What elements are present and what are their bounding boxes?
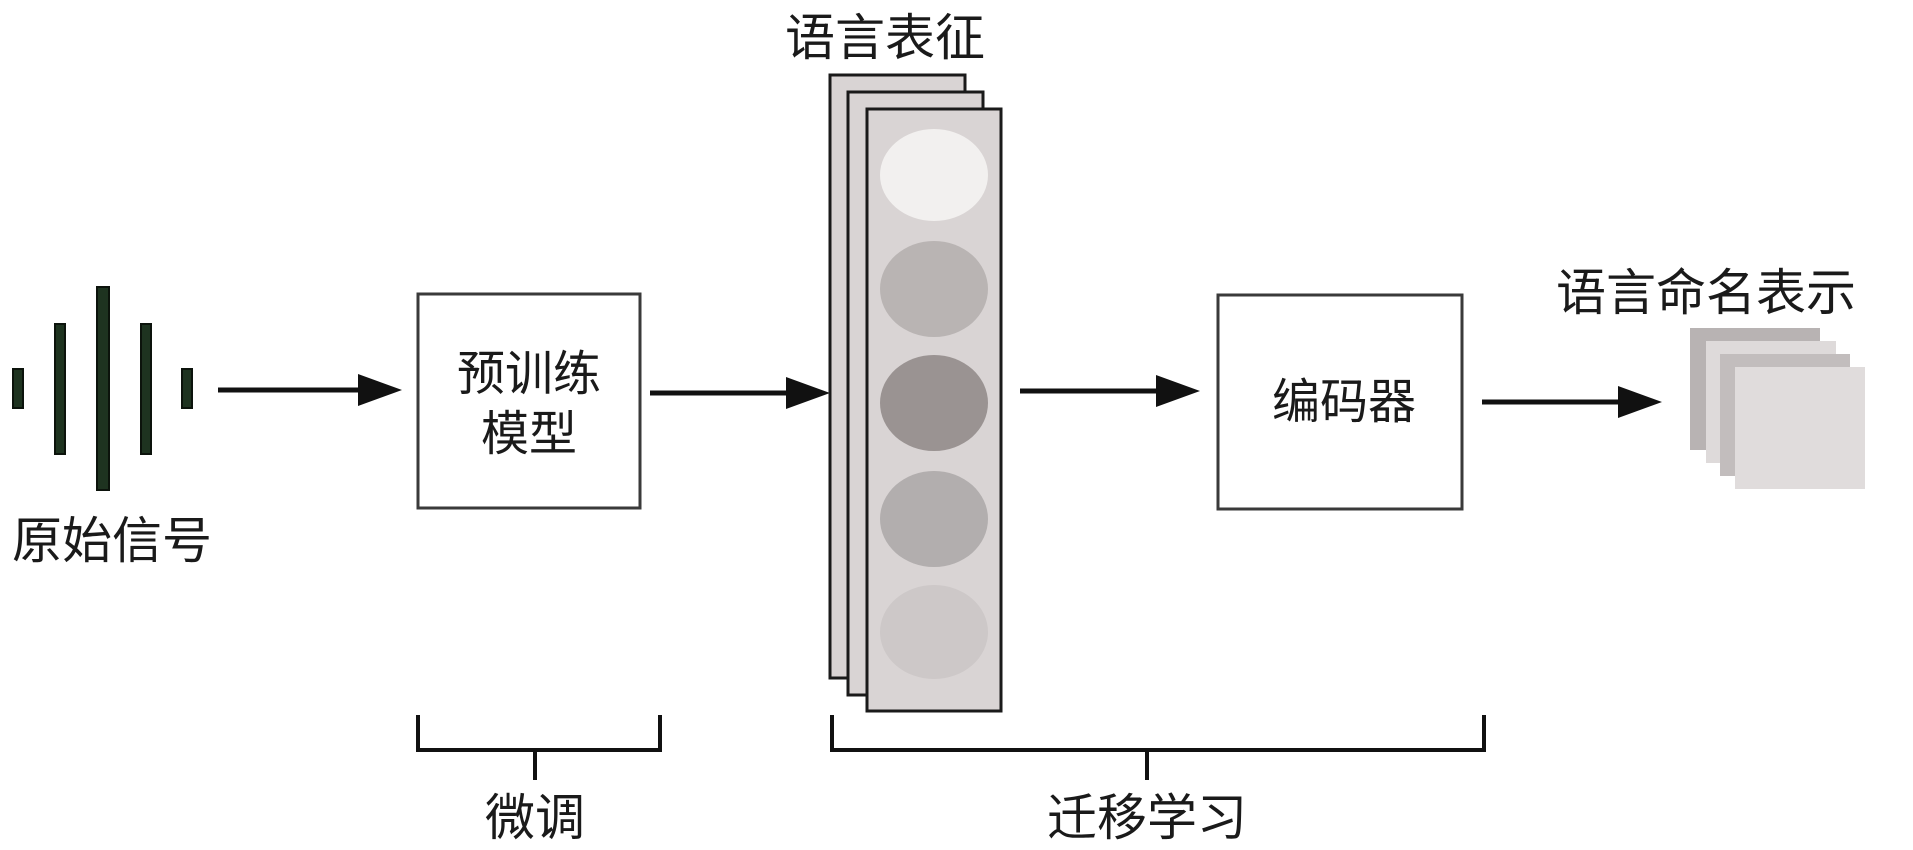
- representation-circle: [880, 355, 988, 451]
- transfer-learning-label: 迁移学习: [1047, 789, 1247, 847]
- representation-circle: [880, 585, 988, 679]
- language-representation-stack: [828, 73, 1003, 713]
- language-representation-label: 语言表征: [785, 9, 985, 67]
- arrow-signal-to-model: [218, 374, 402, 406]
- pretrained-model-label-line1: 预训练: [457, 346, 601, 402]
- output-representation-stack: [1690, 328, 1865, 489]
- representation-circle: [880, 129, 988, 221]
- signal-bar: [140, 323, 152, 455]
- encoder-label: 编码器: [1272, 374, 1416, 430]
- output-layer: [1735, 367, 1865, 489]
- raw-signal-waveform-icon: [12, 286, 193, 491]
- pretrained-model-box: [416, 292, 642, 510]
- pretrained-model-label-line2: 模型: [481, 406, 577, 462]
- arrow-encoder-to-output: [1482, 386, 1662, 418]
- representation-circle: [880, 471, 988, 567]
- raw-signal-label: 原始信号: [12, 512, 212, 570]
- fine-tuning-label: 微调: [485, 789, 585, 847]
- signal-bar: [12, 368, 24, 409]
- signal-bar: [96, 286, 110, 491]
- signal-bar: [181, 368, 193, 409]
- fine-tuning-bracket: [416, 715, 662, 780]
- arrow-representation-to-encoder: [1020, 375, 1200, 407]
- signal-bar: [54, 323, 66, 455]
- arrow-model-to-representation: [650, 377, 830, 409]
- encoder-box: [1216, 293, 1464, 511]
- representation-circle: [880, 241, 988, 337]
- language-naming-representation-label: 语言命名表示: [1556, 264, 1856, 322]
- transfer-learning-bracket: [830, 715, 1486, 780]
